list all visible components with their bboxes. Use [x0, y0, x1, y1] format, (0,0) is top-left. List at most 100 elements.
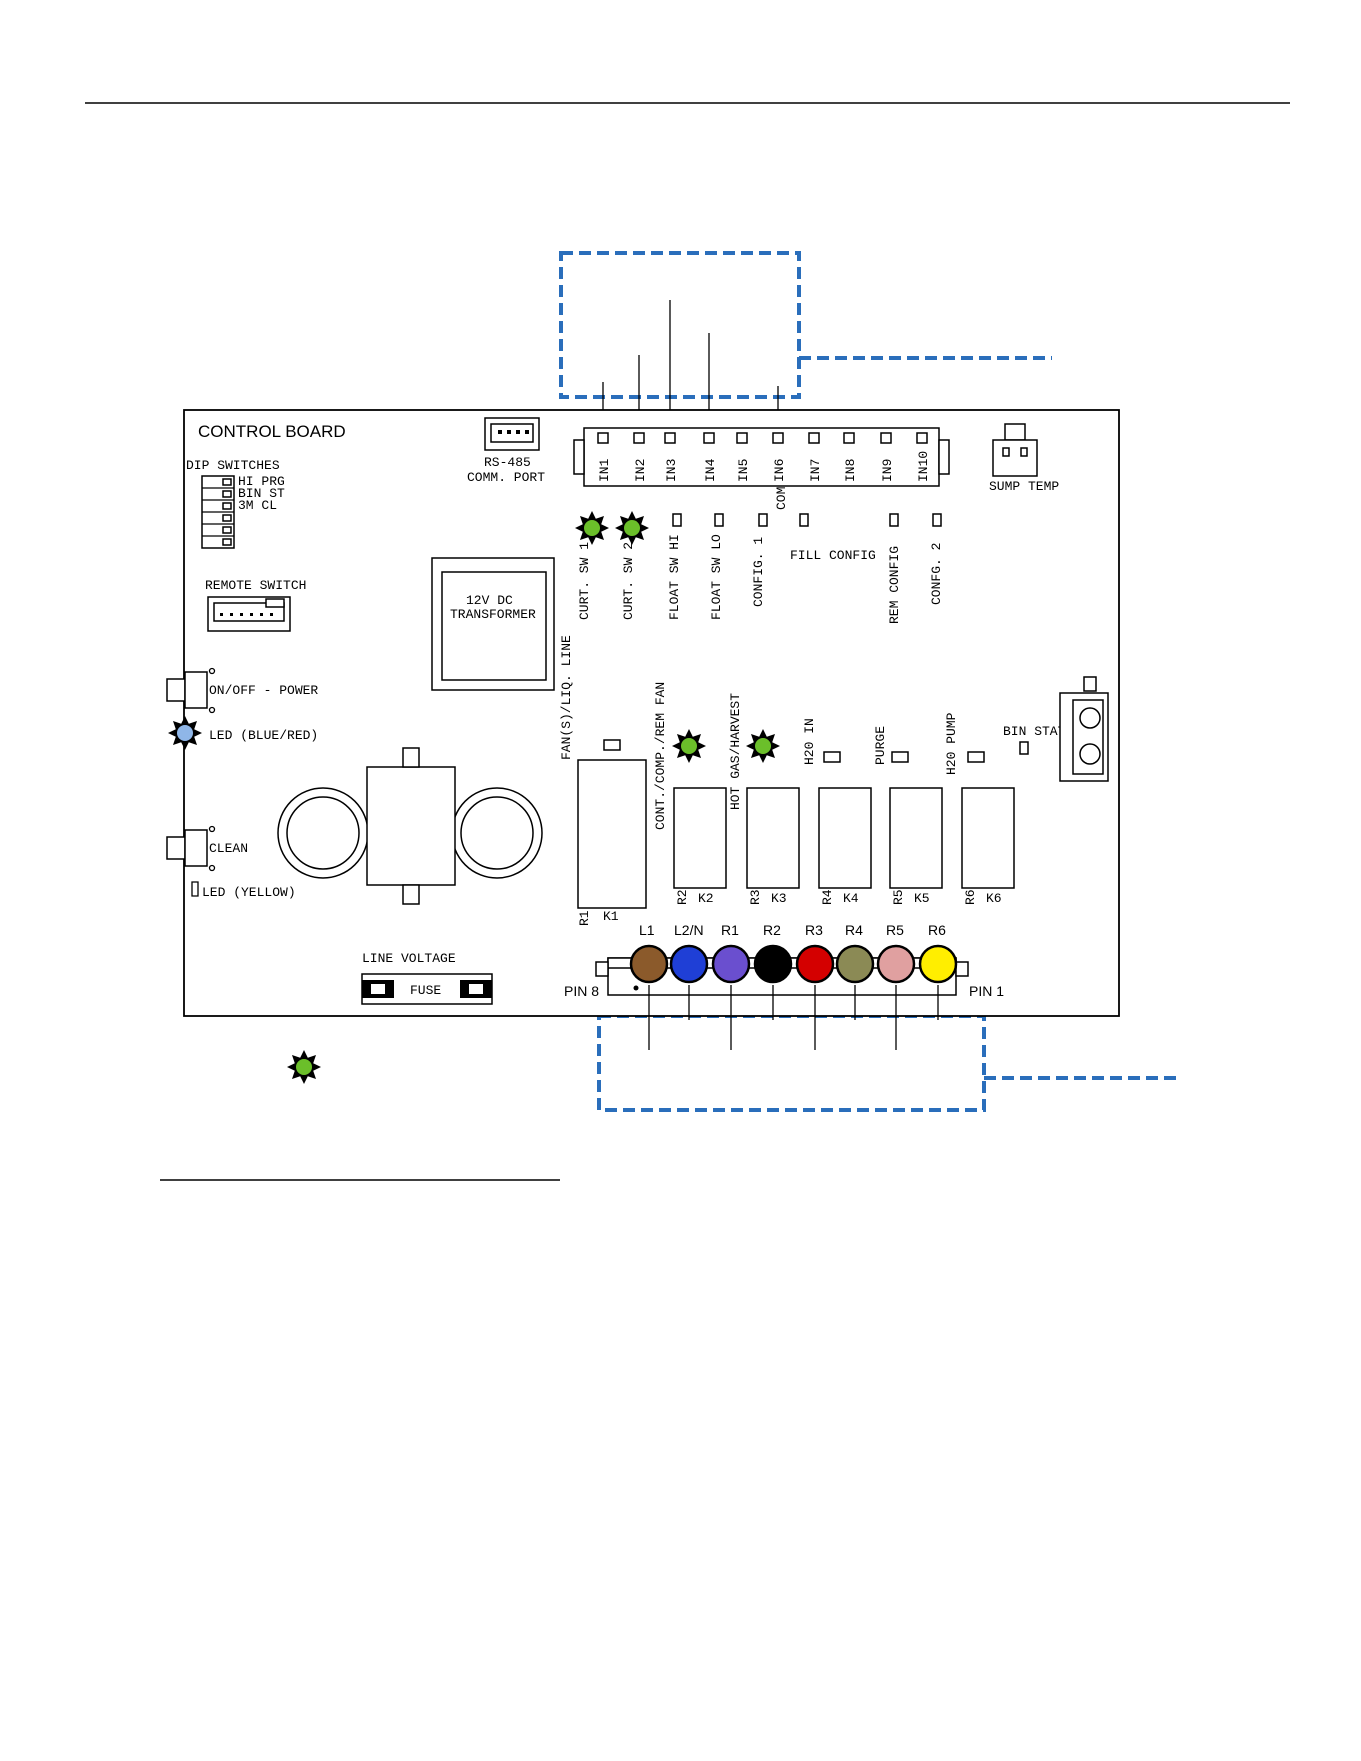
terminal-1	[629, 944, 669, 984]
input-pin-label: IN4	[703, 458, 718, 482]
terminal-3	[711, 944, 751, 984]
input-function-label: CONFIG. 1	[751, 537, 766, 607]
input-pin-label: IN6	[772, 459, 787, 482]
relay-k-label: K3	[771, 891, 787, 906]
dip-hi-prg: HI PRG	[238, 474, 285, 489]
dip-3m-cl: 3M CL	[238, 498, 277, 513]
bin-stat-label: BIN STAT	[1003, 724, 1066, 739]
input-pin	[916, 432, 928, 444]
input-pin-label: IN10	[916, 451, 931, 482]
control-board	[183, 409, 1120, 1017]
relay-k-label: K4	[843, 891, 859, 906]
relay-function-label: CONT./COMP./REM FAN	[653, 682, 668, 830]
relay-2	[673, 787, 727, 889]
input-pin	[880, 432, 892, 444]
comm-port-label: COMM. PORT	[467, 470, 545, 485]
input-pin	[772, 432, 784, 444]
relay-k-label: K1	[603, 909, 619, 924]
com-label: COM	[774, 487, 789, 510]
input-function-label: FILL CONFIG	[790, 548, 876, 563]
relay-1	[577, 759, 647, 909]
led-hot-gas	[746, 729, 780, 763]
terminal-label: R6	[928, 922, 946, 938]
terminal-label: R4	[845, 922, 863, 938]
input-pin	[664, 432, 676, 444]
relay-function-label: HOT GAS/HARVEST	[728, 693, 743, 810]
led-curt-sw-1	[575, 511, 609, 545]
relay-k-label: K5	[914, 891, 930, 906]
rs485-label: RS-485	[484, 455, 531, 470]
dip-switch-bank	[201, 475, 235, 549]
input-indicator	[889, 513, 899, 527]
input-indicator	[758, 513, 768, 527]
relay-function-labels: FAN(S)/LIQ. LINE CONT./COMP./REM FAN HOT G…	[559, 635, 985, 830]
relay-r-label: R2	[675, 889, 690, 905]
pin8-label: PIN 8	[564, 983, 599, 999]
relay-function-label: PURGE	[873, 726, 888, 765]
fuse-holder	[361, 973, 493, 1005]
remote-switch-label: REMOTE SWITCH	[205, 578, 306, 593]
board-title: CONTROL BOARD	[198, 422, 346, 441]
relay-r-label: R1	[577, 910, 592, 926]
dip-bin-st: BIN ST	[238, 486, 285, 501]
terminal-label: R2	[763, 922, 781, 938]
input-function-label: FLOAT SW HI	[667, 534, 682, 620]
relay-k-label: K2	[698, 891, 714, 906]
input-function-label: CURT. SW 2	[621, 542, 636, 620]
sump-temp-connector	[992, 423, 1038, 477]
led-power-blue-red	[168, 716, 202, 750]
relay-indicator	[891, 751, 909, 763]
relay-k-label: K6	[986, 891, 1002, 906]
relay-4	[818, 787, 872, 889]
terminal-leaders	[648, 985, 939, 1050]
terminal-label: R3	[805, 922, 823, 938]
dip-switches-title: DIP SWITCHES	[186, 458, 280, 473]
relay-r-label: R6	[963, 889, 978, 905]
input-indicator	[714, 513, 724, 527]
capacitors	[277, 747, 543, 905]
input-pin-label: IN7	[808, 459, 823, 482]
bin-stat-indicator	[1019, 741, 1029, 755]
clean-label: CLEAN	[209, 841, 248, 856]
relay-r-label: R4	[820, 889, 835, 905]
inputs-callout-box	[559, 251, 801, 399]
terminal-4	[753, 944, 793, 984]
input-function-label: REM CONFIG	[887, 546, 902, 624]
input-pin	[808, 432, 820, 444]
input-pin-label: IN3	[664, 459, 679, 482]
relay-function-label: H20 IN	[802, 718, 817, 765]
relay-3	[746, 787, 800, 889]
terminal-label: L1	[639, 922, 655, 938]
pin8-dot	[633, 985, 639, 991]
terminals-callout-box	[597, 1014, 986, 1112]
relay-r-label: R3	[748, 889, 763, 905]
input-pin-label: IN8	[843, 459, 858, 482]
relay-6	[961, 787, 1015, 889]
terminal-label: R1	[721, 922, 739, 938]
on-off-label: ON/OFF - POWER	[209, 683, 318, 698]
input-indicator	[932, 513, 942, 527]
legend-led-icon	[287, 1050, 321, 1084]
relay-r-label: R5	[891, 889, 906, 905]
relay-indicator	[967, 751, 985, 763]
input-indicator	[799, 513, 809, 527]
sump-temp-label: SUMP TEMP	[989, 479, 1059, 494]
rs485-connector	[484, 417, 540, 451]
led-curt-sw-2	[615, 511, 649, 545]
relay-function-label: FAN(S)/LIQ. LINE	[559, 635, 574, 760]
input-pin-label: IN9	[880, 459, 895, 482]
transformer-line2: TRANSFORMER	[450, 607, 536, 622]
relay-5	[889, 787, 943, 889]
input-pin	[597, 432, 609, 444]
input-pin	[736, 432, 748, 444]
relay-function-label: H20 PUMP	[944, 712, 959, 775]
terminal-5	[795, 944, 835, 984]
pin1-label: PIN 1	[969, 983, 1004, 999]
led-blue-red-label: LED (BLUE/RED)	[209, 728, 318, 743]
input-function-label: FLOAT SW LO	[709, 534, 724, 620]
led-legend	[287, 1050, 321, 1084]
